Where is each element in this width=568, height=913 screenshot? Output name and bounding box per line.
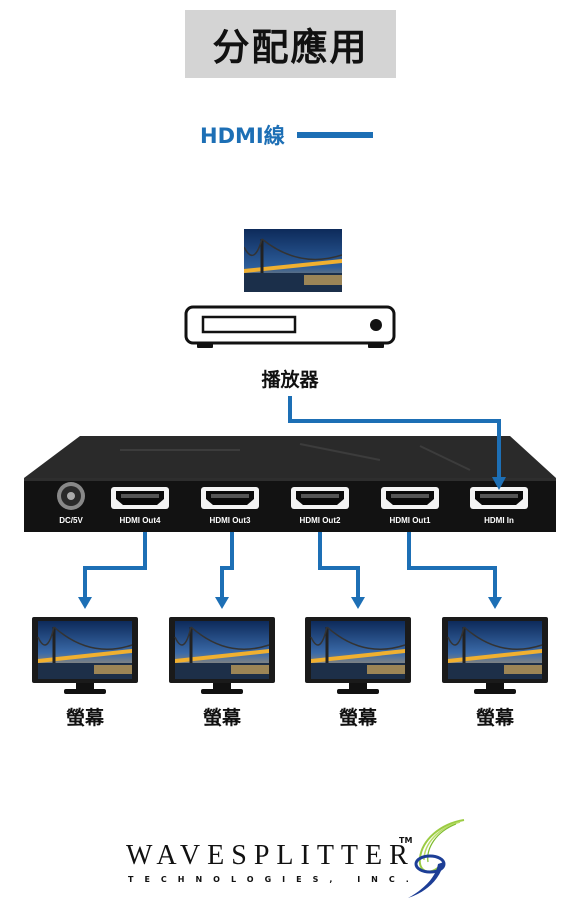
hdmi-cables [83, 396, 501, 600]
port-label-dc: DC/5V [59, 516, 83, 525]
port-label-in: HDMI In [484, 516, 514, 525]
monitor-4 [442, 617, 548, 694]
cable-out2 [318, 532, 360, 600]
player-label: 播放器 [261, 369, 319, 391]
port-label-out3: HDMI Out3 [210, 516, 251, 525]
logo-subtitle: TECHNOLOGIES, INC. [128, 875, 420, 884]
screen-label-1: 螢幕 [65, 707, 104, 729]
cable-out4 [83, 532, 147, 600]
cable-out3 [220, 532, 234, 600]
monitor-3 [305, 617, 411, 694]
company-logo: WAVESPLITTER TM TECHNOLOGIES, INC. [118, 818, 468, 900]
screen-label-4: 螢幕 [475, 707, 514, 729]
monitor-2 [169, 617, 275, 694]
port-label-out2: HDMI Out2 [300, 516, 341, 525]
legend: HDMI線 [200, 120, 373, 150]
cable-arrowheads [78, 477, 506, 609]
cable-player-to-in [288, 396, 501, 480]
monitor-1 [32, 617, 138, 694]
logo-trademark: TM [399, 836, 413, 845]
splitter-device: DC/5V HDMI Out4 HDMI Out3 HDMI Out2 HDMI… [24, 436, 556, 532]
logo-wave-icon [408, 819, 465, 898]
port-label-out4: HDMI Out4 [120, 516, 161, 525]
source-image [244, 229, 342, 292]
port-label-out1: HDMI Out1 [390, 516, 431, 525]
player-device [184, 305, 396, 348]
cable-out1 [407, 532, 497, 600]
screen-label-3: 螢幕 [338, 707, 377, 729]
screen-label-2: 螢幕 [202, 707, 241, 729]
title-box: 分配應用 [185, 10, 396, 78]
logo-wordmark: WAVESPLITTER [126, 840, 415, 871]
page-title: 分配應用 [212, 26, 369, 69]
legend-line-swatch [296, 132, 373, 138]
legend-label: HDMI線 [200, 124, 285, 148]
